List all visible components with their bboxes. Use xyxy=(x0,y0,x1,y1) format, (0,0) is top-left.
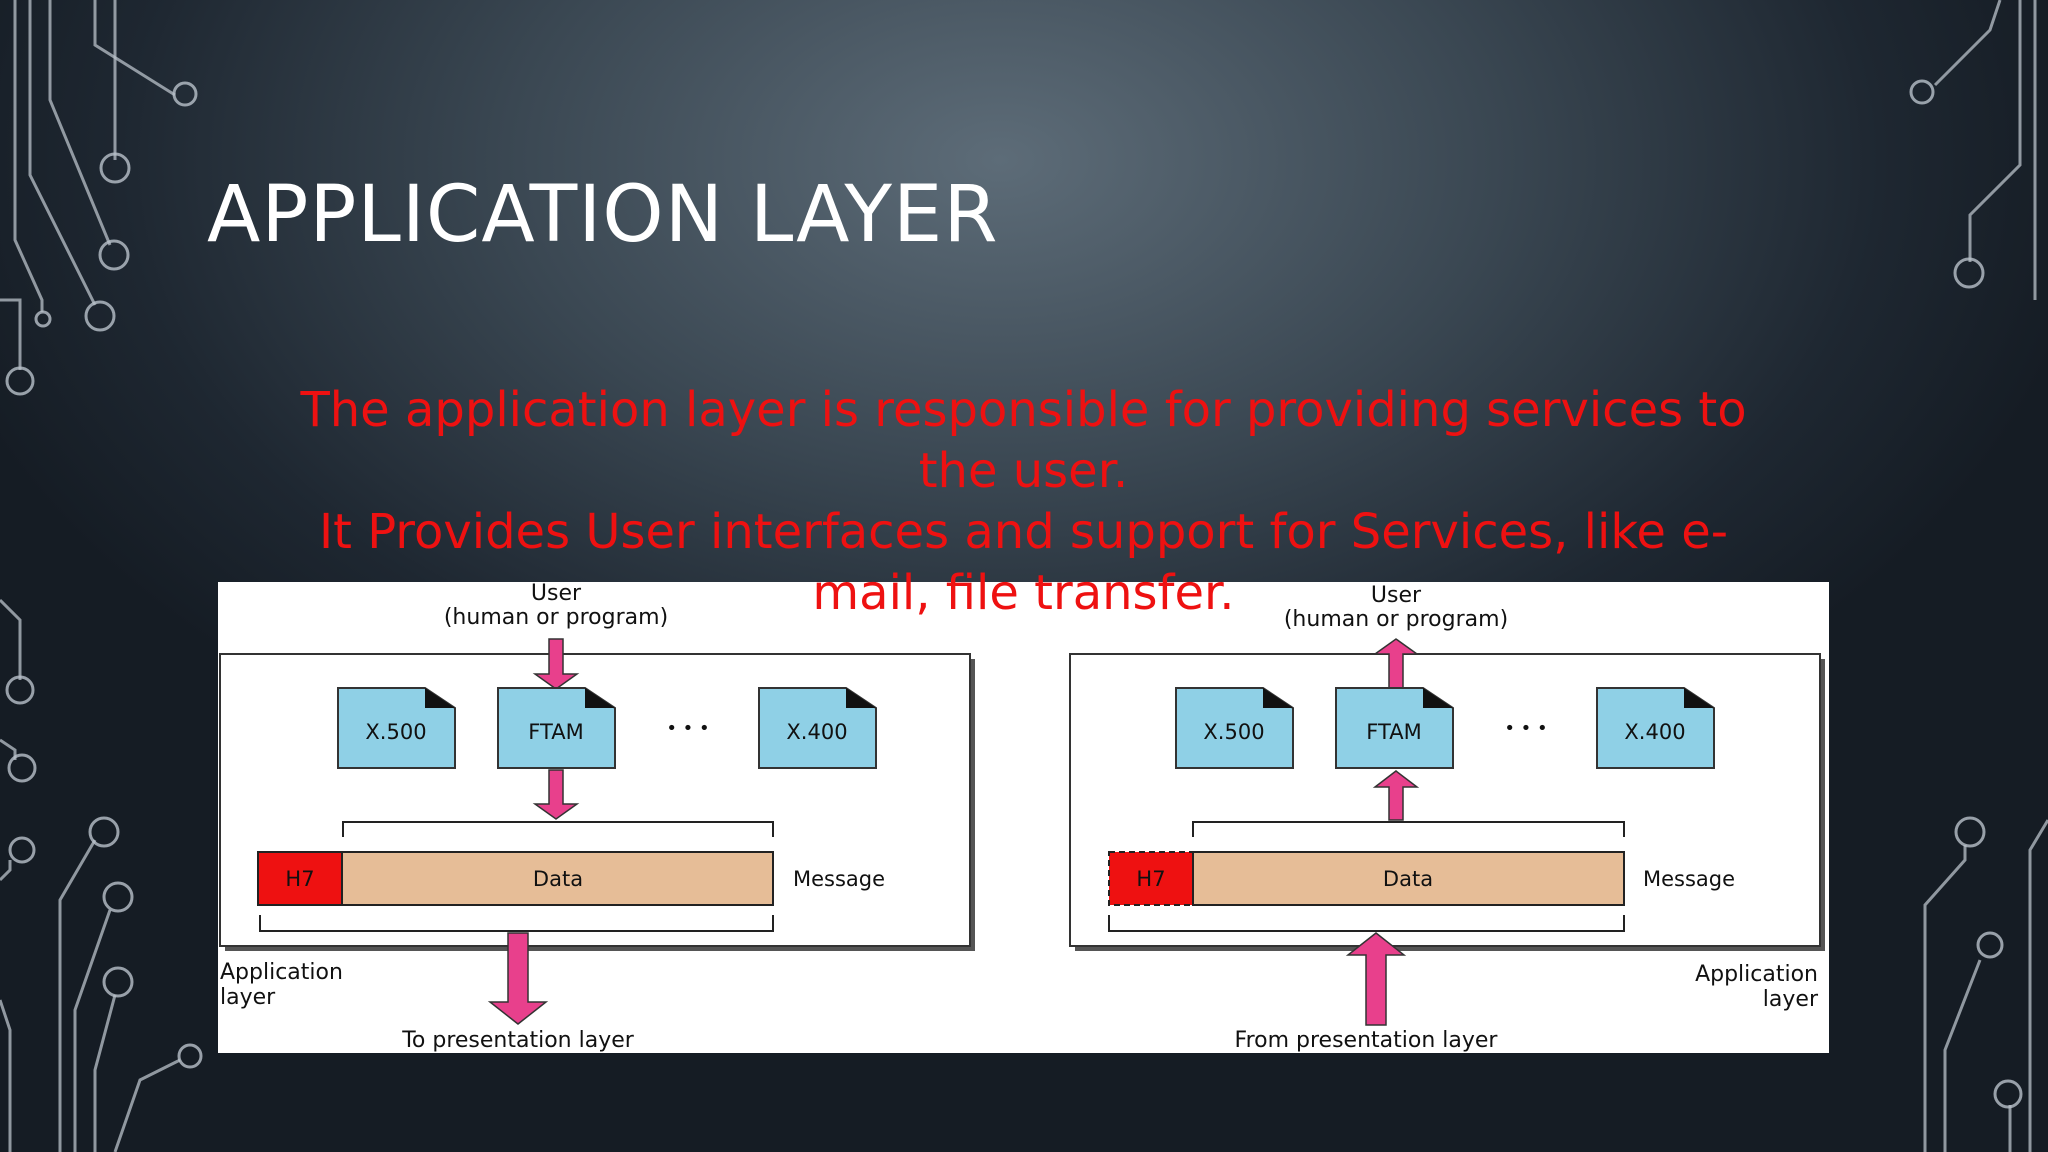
left-bottom-label: To presentation layer xyxy=(401,1028,635,1053)
body-line-1: The application layer is responsible for… xyxy=(300,382,1747,438)
right-from-presentation-arrow xyxy=(1345,932,1407,1026)
left-data-block xyxy=(341,851,774,906)
left-service-x500: X.500 xyxy=(365,720,426,744)
right-user-sublabel: (human or program) xyxy=(1284,607,1508,632)
left-layer-sublabel: layer xyxy=(220,985,276,1010)
left-header-h7 xyxy=(257,851,343,906)
right-layer-label: Application xyxy=(1695,962,1818,987)
right-user-up-arrow xyxy=(1372,638,1420,689)
left-x500-doc: X.500 xyxy=(337,687,456,769)
receiving-side-diagram: User (human or program) X.500 FTAM • • •… xyxy=(1069,583,1825,1053)
right-layer-sublabel: layer xyxy=(1763,987,1819,1012)
right-top-bracket xyxy=(1192,821,1625,837)
right-header-label: H7 xyxy=(1136,867,1165,891)
left-to-presentation-arrow xyxy=(487,932,549,1025)
right-bottom-bracket xyxy=(1108,915,1625,932)
left-data-label: Data xyxy=(533,867,583,891)
left-ftam-doc: FTAM xyxy=(497,687,616,769)
left-user-down-arrow xyxy=(532,638,580,690)
right-x500-doc: X.500 xyxy=(1175,687,1294,769)
right-ftam-up-arrow xyxy=(1372,770,1420,821)
sending-side-diagram: User (human or program) X.500 FTAM • • • xyxy=(219,582,975,1053)
right-ellipsis: • • • xyxy=(1504,718,1547,739)
application-layer-diagram: User (human or program) X.500 FTAM • • • xyxy=(218,582,1829,1053)
left-header-label: H7 xyxy=(285,867,314,891)
right-ftam-doc: FTAM xyxy=(1335,687,1454,769)
left-user-label: User xyxy=(531,582,582,606)
right-x400-doc: X.400 xyxy=(1596,687,1715,769)
body-line-4: mail, file transfer. xyxy=(812,565,1235,621)
left-bottom-bracket xyxy=(259,915,774,932)
right-message-label: Message xyxy=(1643,867,1735,891)
left-ellipsis: • • • xyxy=(666,718,709,739)
left-service-ftam: FTAM xyxy=(528,720,583,744)
left-x400-doc: X.400 xyxy=(758,687,877,769)
body-line-3: It Provides User interfaces and support … xyxy=(318,504,1729,560)
right-service-ftam: FTAM xyxy=(1366,720,1421,744)
left-message-label: Message xyxy=(793,867,885,891)
left-top-bracket xyxy=(342,821,774,837)
left-user-sublabel: (human or program) xyxy=(444,605,668,630)
right-data-block xyxy=(1192,851,1625,906)
slide-title: APPLICATION LAYER xyxy=(207,170,999,260)
slide-body-text: The application layer is responsible for… xyxy=(218,380,1829,624)
right-service-x500: X.500 xyxy=(1203,720,1264,744)
right-bottom-label: From presentation layer xyxy=(1235,1028,1499,1053)
body-line-2: the user. xyxy=(918,443,1129,499)
right-user-label: User xyxy=(1371,583,1422,608)
right-data-label: Data xyxy=(1383,867,1433,891)
left-layer-label: Application xyxy=(220,960,343,985)
left-ftam-down-arrow xyxy=(532,769,580,820)
left-service-x400: X.400 xyxy=(786,720,847,744)
right-service-x400: X.400 xyxy=(1624,720,1685,744)
